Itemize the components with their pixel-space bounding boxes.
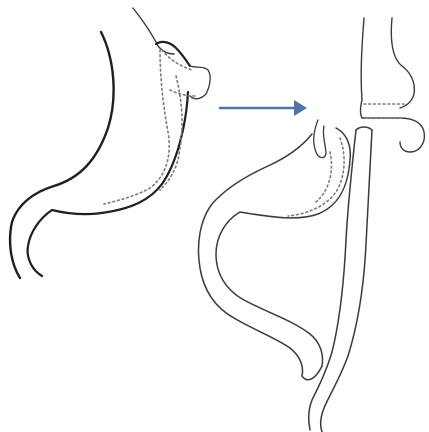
stomach-after-pouch [361,100,425,152]
stomach-after-vessel [314,120,326,158]
stomach-after-remnant-join [302,366,322,380]
stomach-before-icon [10,8,210,278]
stomach-after-pouch-staple-line [364,104,404,118]
stomach-before-inner-wall [28,92,188,276]
right-arrow-icon [220,100,307,116]
stomach-after-limb-right [321,130,372,432]
stomach-after-remnant-inner [216,212,323,366]
stomach-before-esophagus-edge [133,8,174,54]
stomach-after-remnant-top [240,128,350,218]
stomach-after-limb-top [356,127,372,130]
stomach-before-junction-dots [162,50,196,96]
stomach-after-limb-left [309,130,356,430]
stomach-after-remnant-staple-line-inner [316,152,331,202]
stomach-before-junction-cap [190,66,210,99]
stomach-before-outer-wall [10,32,114,278]
stomach-after-esophagus-left [361,18,364,100]
stomach-after-icon [199,18,425,432]
stomach-after-esophagus-right [391,18,414,108]
